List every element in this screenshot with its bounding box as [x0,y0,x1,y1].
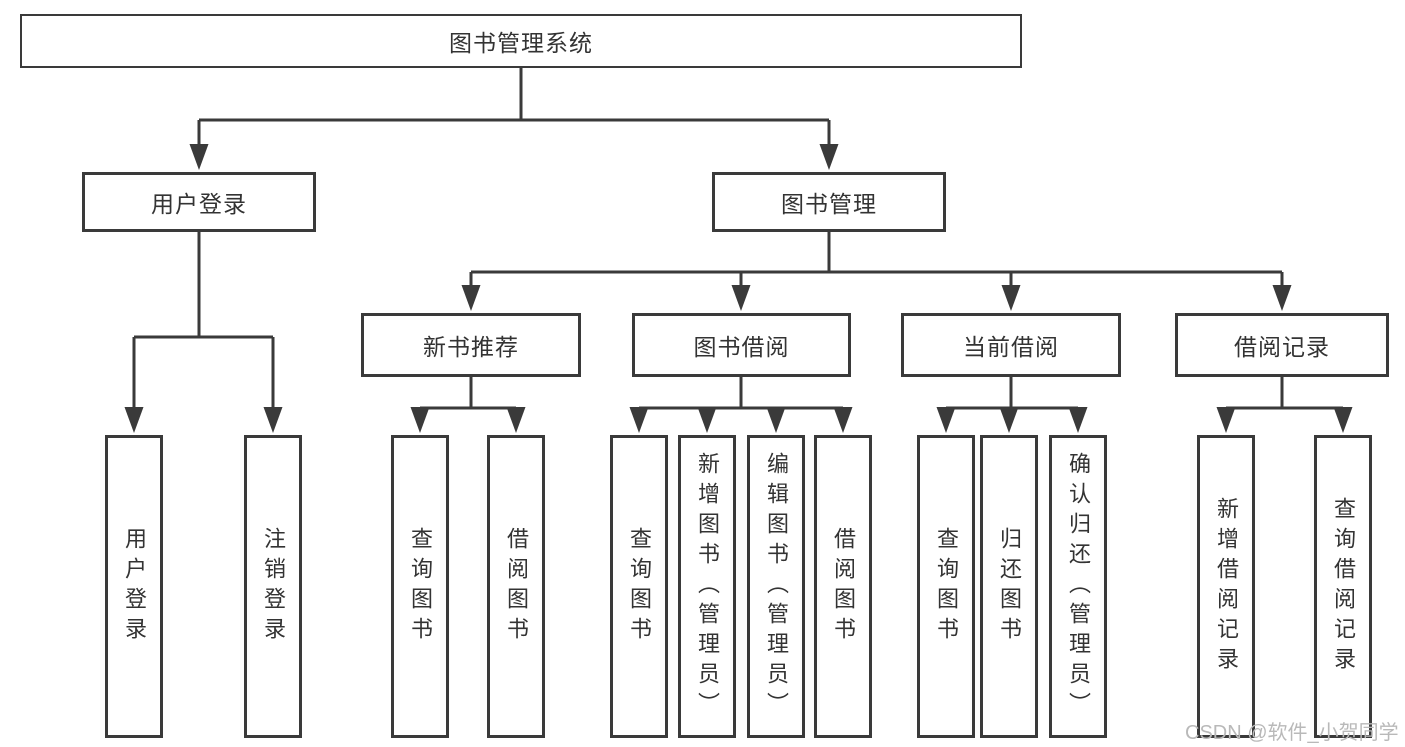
arrowhead [506,407,526,433]
leaf-query-books-current: 查询图书 [917,435,975,738]
leaf-return-books: 归还图书 [980,435,1038,738]
node-borrowing-records: 借阅记录 [1175,313,1389,377]
leaf-borrow-books: 借阅图书 [814,435,872,738]
node-new-book-recommendation: 新书推荐 [361,313,581,377]
leaf-edit-books-admin: 编辑图书（管理员） [747,435,805,738]
arrowhead [1333,407,1353,433]
leaf-query-borrow-record: 查询借阅记录 [1314,435,1372,738]
arrowhead [124,407,144,433]
arrowhead [999,407,1019,433]
arrowhead [819,144,839,170]
arrowhead [629,407,649,433]
leaf-query-books-recommend: 查询图书 [391,435,449,738]
leaf-query-books-borrowing: 查询图书 [610,435,668,738]
leaf-confirm-return-admin: 确认归还（管理员） [1049,435,1107,738]
arrowhead [697,407,717,433]
arrowhead [410,407,430,433]
node-current-borrowing: 当前借阅 [901,313,1121,377]
node-library-management-system: 图书管理系统 [20,14,1022,68]
arrowhead [766,407,786,433]
arrowhead [1272,285,1292,311]
arrowhead [833,407,853,433]
arrowhead [189,144,209,170]
arrowhead [461,285,481,311]
leaf-add-borrow-record: 新增借阅记录 [1197,435,1255,738]
arrowhead [1216,407,1236,433]
arrowhead [1068,407,1088,433]
csdn-watermark: CSDN @软件_小贺同学 [1185,722,1399,744]
node-user-login: 用户登录 [82,172,316,232]
arrowhead [936,407,956,433]
node-book-management: 图书管理 [712,172,946,232]
node-book-borrowing: 图书借阅 [632,313,851,377]
leaf-add-books-admin: 新增图书（管理员） [678,435,736,738]
arrowhead [1001,285,1021,311]
arrowhead [731,285,751,311]
leaf-logout: 注销登录 [244,435,302,738]
leaf-user-login: 用户登录 [105,435,163,738]
arrowhead [263,407,283,433]
leaf-borrow-books-recommend: 借阅图书 [487,435,545,738]
